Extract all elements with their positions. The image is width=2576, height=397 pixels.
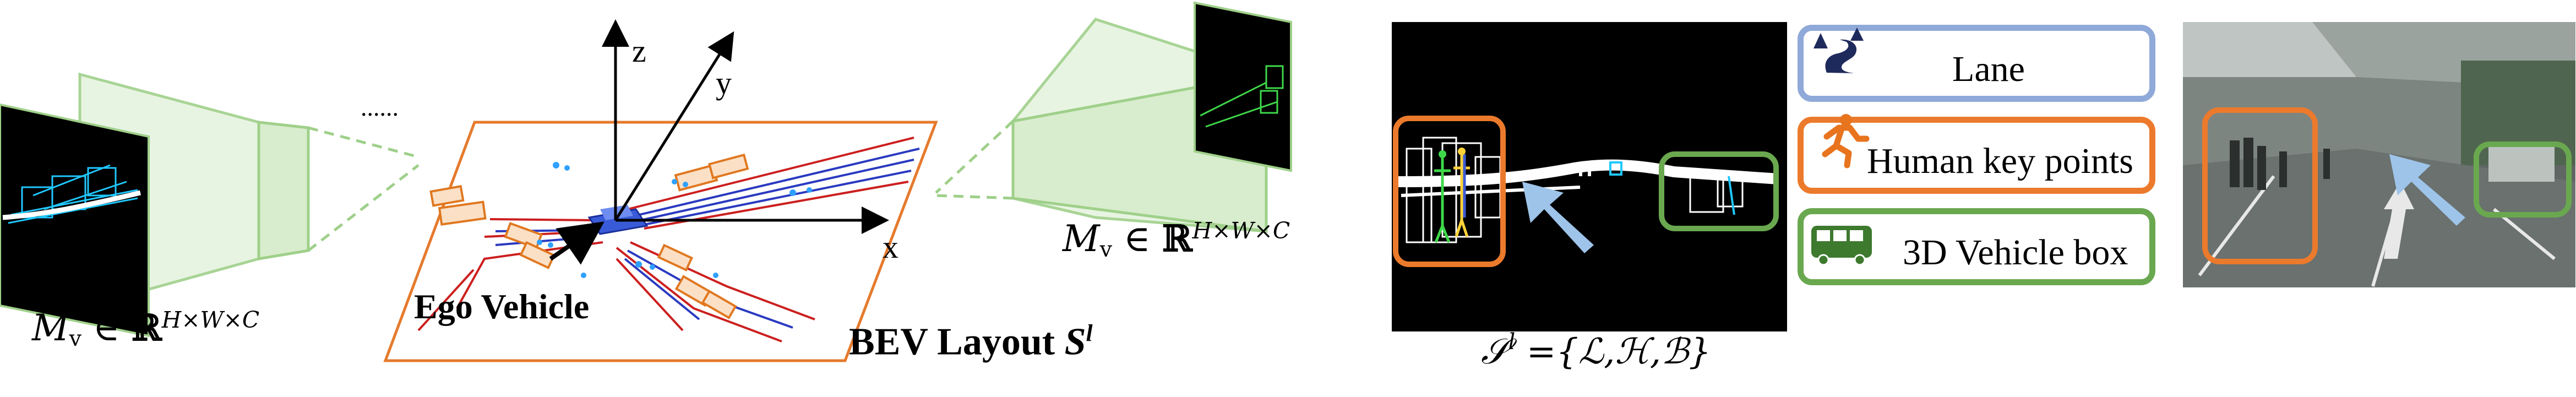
left-feature-map [0,103,150,338]
legend-item-lane: Lane [1798,25,2155,102]
coordinate-axes [602,19,889,234]
human-keypoints [1434,148,1470,243]
ellipsis-label: ...... [361,93,399,121]
legend-item-vehicle: 3D Vehicle box [1798,208,2155,285]
ego-vehicle-label: Ego Vehicle [414,287,589,326]
legend-label-vehicle: 3D Vehicle box [1903,232,2128,273]
axis-z-label: z [632,33,646,69]
axis-y-label: y [716,65,732,101]
legend-label-lane: Lane [1952,49,2025,89]
s-set-label: 𝒮l ={ℒ,ℋ,ℬ} [1481,329,1711,372]
camera-photo [2183,22,2575,287]
legend-item-human: Human key points [1798,117,2155,194]
feature-map-label-right: Mv ∈ ℝH×W×C [1063,217,1290,262]
feature-map-label-left: Mv ∈ ℝH×W×C [32,306,260,351]
legend-label-human: Human key points [1867,141,2133,181]
bev-render-panel [1392,22,1787,331]
axis-x-label: x [883,229,898,265]
bev-layout-label: BEV Layout Sl [849,320,1093,363]
right-feature-map [1194,1,1292,172]
